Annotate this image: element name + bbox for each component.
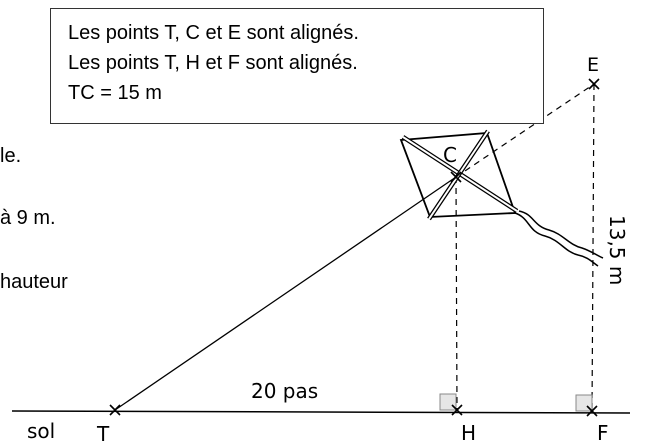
point-label-h: H [461,421,476,443]
info-line-1: Les points T, C et E sont alignés. [68,22,359,44]
ground-label: sol [27,419,55,443]
point-label-e: E [587,54,599,76]
info-line-2: Les points T, H et F sont alignés. [68,52,358,74]
point-label-c: C [443,143,457,167]
string-line [114,176,457,411]
kite [399,129,604,267]
point-label-f: F [597,421,609,443]
point-marks [109,78,600,417]
text-fragment-2: à 9 m. [0,207,56,229]
text-fragment-1: le. [0,145,22,167]
text-fragment-3: hauteur [0,271,68,293]
info-line-3: TC = 15 m [68,82,162,104]
dashed-line-ch [455,176,458,411]
height-label: 13,5 m [605,215,629,285]
dashed-line-ef [591,83,595,412]
info-box: Les points T, C et E sont alignés. Les p… [50,8,544,124]
ground-line [11,410,631,414]
point-label-t: T [96,422,110,443]
dashed-line-ce [455,83,595,178]
distance-label: 20 pas [251,379,318,403]
